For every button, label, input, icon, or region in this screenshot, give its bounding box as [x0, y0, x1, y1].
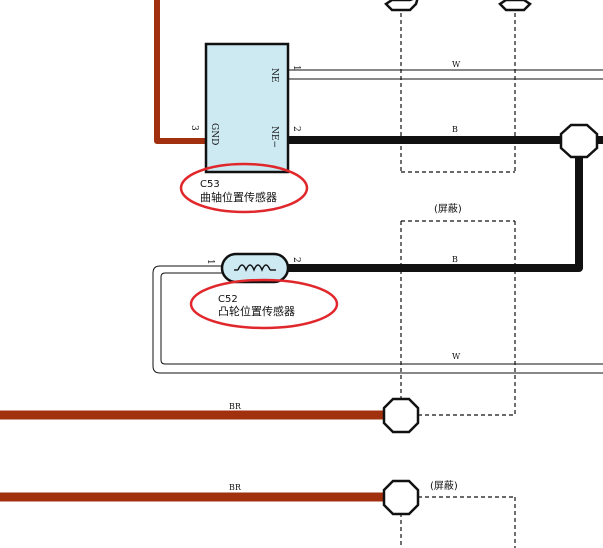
cam-signal-wire — [288, 150, 583, 272]
wire-label-harness-b: BR — [229, 483, 242, 492]
wire-label-crank-ne-minus: B — [452, 125, 458, 134]
wire-label-harness-a: BR — [229, 402, 242, 411]
shield-box-bottom — [400, 496, 516, 548]
wire-label-cam-signal: B — [452, 255, 458, 264]
crank-sensor-code: C53 — [200, 179, 220, 190]
crank-ne-wire — [288, 69, 603, 80]
crank-sensor-name: 曲轴位置传感器 — [200, 190, 277, 204]
shield-label-lower: (屏蔽) — [430, 480, 458, 492]
crank-pin2-label: NE− — [269, 126, 279, 148]
crank-pin2-number: 2 — [291, 126, 301, 132]
shield-box-top — [400, 6, 516, 173]
junction-octagon — [382, 0, 599, 516]
wire-label-cam-return: W — [452, 352, 461, 361]
cam-sensor-name: 凸轮位置传感器 — [218, 304, 295, 318]
cam-return-wire — [152, 265, 603, 374]
cam-pin1-number: 1 — [205, 259, 215, 265]
wire-label-crank-ne: W — [452, 60, 461, 69]
cam-sensor-code: C52 — [218, 294, 238, 305]
cam-pin2-number: 2 — [291, 257, 301, 263]
shield-box-middle — [400, 220, 516, 416]
crank-ground-harness — [154, 0, 206, 144]
cam-highlight-ellipse — [189, 278, 339, 330]
crank-pin1-label: NE — [269, 68, 279, 82]
shield-label-upper: (屏蔽) — [434, 203, 462, 215]
crank-pin3-label: GND — [209, 123, 219, 145]
crank-highlight-ellipse — [179, 162, 309, 214]
coil-icon — [237, 264, 271, 272]
cam-sensor-body — [220, 252, 290, 284]
crank-sensor-body — [204, 42, 290, 174]
crank-pin3-number: 3 — [189, 125, 199, 131]
crank-pin1-number: 1 — [291, 65, 301, 71]
